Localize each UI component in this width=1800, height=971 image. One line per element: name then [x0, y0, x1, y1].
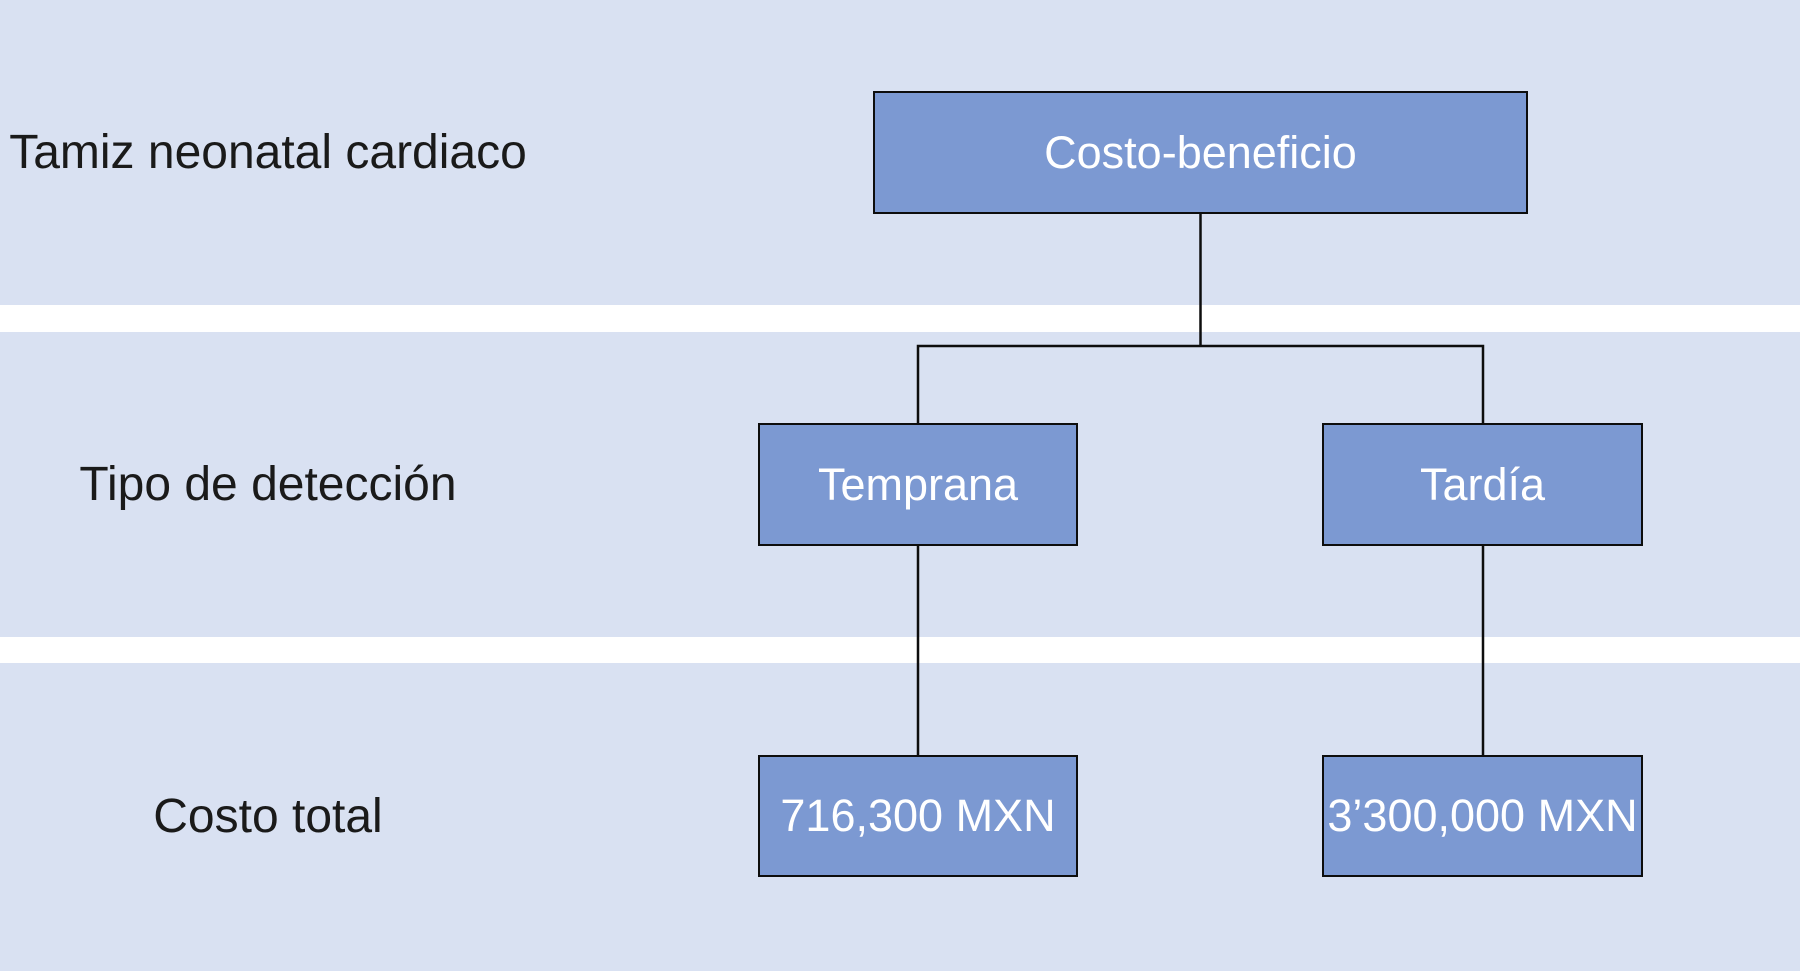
node-early-cost-value: 716,300 MXN: [758, 755, 1078, 877]
row-separator-band-top: [0, 305, 1800, 332]
row-label-tipo-de-deteccion: Tipo de detección: [79, 458, 457, 511]
node-temprana: Temprana: [758, 423, 1078, 546]
row-label-tamiz-neonatal-cardiaco: Tamiz neonatal cardiaco: [9, 126, 527, 179]
row-label-costo-total: Costo total: [153, 789, 383, 843]
node-tardia: Tardía: [1322, 423, 1643, 546]
row-separator-band-bottom: [0, 637, 1800, 663]
node-late-cost-value: 3’300,000 MXN: [1322, 755, 1643, 877]
node-costo-beneficio: Costo-beneficio: [873, 91, 1528, 214]
